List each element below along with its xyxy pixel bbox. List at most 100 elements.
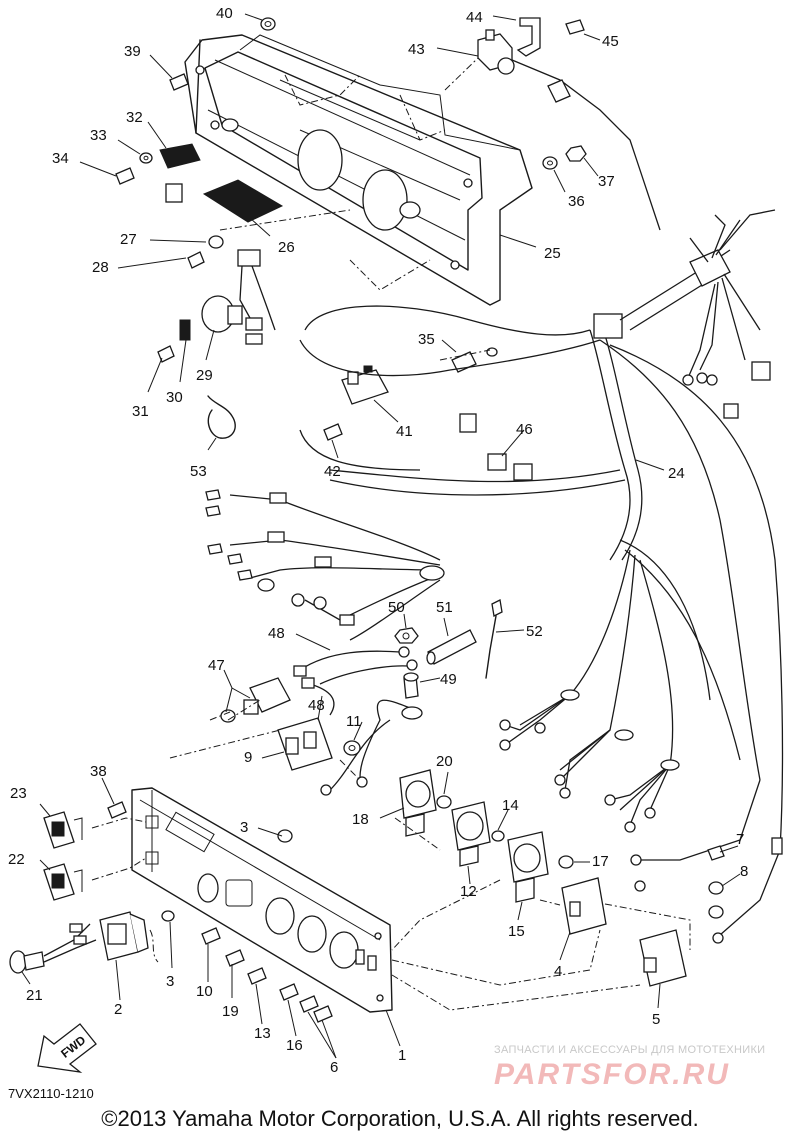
callout-50: 50 [388,599,405,616]
callout-labels: 40 44 45 39 43 32 33 34 37 36 25 27 26 2… [8,5,748,1076]
control-panel-1 [131,787,393,1013]
switch-2 [99,911,149,961]
connector-46 [459,413,533,481]
callout-5: 5 [652,1011,660,1028]
callout-44: 44 [466,9,483,26]
screw-19 [225,949,245,967]
callout-4: 4 [554,963,562,980]
callout-32: 32 [126,109,143,126]
leader-lines [21,13,741,1059]
callout-16: 16 [286,1037,303,1054]
screw-28 [187,251,205,269]
screw-38 [107,801,127,819]
washer-20 [436,795,452,809]
circuit-breaker-4 [561,877,607,935]
callout-36: 36 [568,193,585,210]
harness-terminals-left [205,489,445,641]
screw-45 [565,19,585,35]
callout-2: 2 [114,1001,122,1018]
callout-30: 30 [166,389,183,406]
screw-42 [323,423,343,441]
callout-28: 28 [92,259,109,276]
clamp-53 [207,395,236,439]
bracket-44 [516,17,541,57]
meter-housing-25 [184,34,533,306]
screw-31 [157,345,175,363]
wire-harness-24 [299,209,784,851]
callout-3-a: 3 [240,819,248,836]
callout-38: 38 [90,763,107,780]
watermark-logo: PARTSFOR.RU [494,1058,730,1091]
callout-26: 26 [278,239,295,256]
receptacle-15 [507,831,549,903]
callout-25: 25 [544,245,561,262]
screw-35 [451,347,498,373]
pcb-32 [159,143,201,203]
callout-53: 53 [190,463,207,480]
callout-7: 7 [736,831,744,848]
receptacle-9 [277,717,333,771]
callout-34: 34 [52,150,69,167]
callout-17: 17 [592,853,609,870]
switch-23 [43,811,83,849]
callout-23: 23 [10,785,27,802]
callout-6: 6 [330,1059,338,1076]
screw-13 [247,967,267,985]
callout-45: 45 [602,33,619,50]
callout-12: 12 [460,883,477,900]
washer-8 [708,881,724,919]
callout-22: 22 [8,851,25,868]
callout-3-b: 3 [166,973,174,990]
nut-50 [394,627,419,644]
callout-29: 29 [196,367,213,384]
callout-49: 49 [440,671,457,688]
washer-36 [542,156,558,170]
screw-10 [201,927,221,945]
harness-terminals-right [499,549,783,944]
callout-24: 24 [668,465,685,482]
receptacle-18 [399,769,437,837]
nut-3-b [161,910,175,922]
screw-7 [707,845,725,861]
callout-33: 33 [90,127,107,144]
nut-37 [565,145,587,162]
callout-40: 40 [216,5,233,22]
switch-47 [220,677,291,723]
callout-21: 21 [26,987,43,1004]
callout-14: 14 [502,797,519,814]
cable-tie-52 [485,599,503,679]
nut-40 [260,17,276,31]
callout-31: 31 [132,403,149,420]
callout-42: 42 [324,463,341,480]
callout-41: 41 [396,423,413,440]
sleeve-51 [426,629,477,665]
bolt-49 [403,672,419,699]
callout-52: 52 [526,623,543,640]
screw-39 [169,73,189,91]
callout-37: 37 [598,173,615,190]
callout-39: 39 [124,43,141,60]
callout-48-a: 48 [268,625,285,642]
switch-43 [477,29,515,75]
buzzer-29 [201,295,263,345]
pilot-lamp-21 [9,923,97,974]
callout-19: 19 [222,1003,239,1020]
screw-34 [115,167,135,185]
callout-35: 35 [418,331,435,348]
callout-13: 13 [254,1025,271,1042]
washer-27 [208,235,224,249]
fwd-arrow-icon: FWD [37,1023,97,1073]
callout-11: 11 [346,713,362,730]
callout-46: 46 [516,421,533,438]
callout-18: 18 [352,811,369,828]
pcb-26 [202,179,284,223]
callout-20: 20 [436,753,453,770]
callout-10: 10 [196,983,213,1000]
callout-47: 47 [208,657,225,674]
callout-43: 43 [408,41,425,58]
copyright-notice: ©2013 Yamaha Motor Corporation, U.S.A. A… [101,1106,699,1131]
washer-33 [139,152,153,164]
figure-code: 7VX2110-1210 [8,1086,94,1101]
callout-51: 51 [436,599,453,616]
